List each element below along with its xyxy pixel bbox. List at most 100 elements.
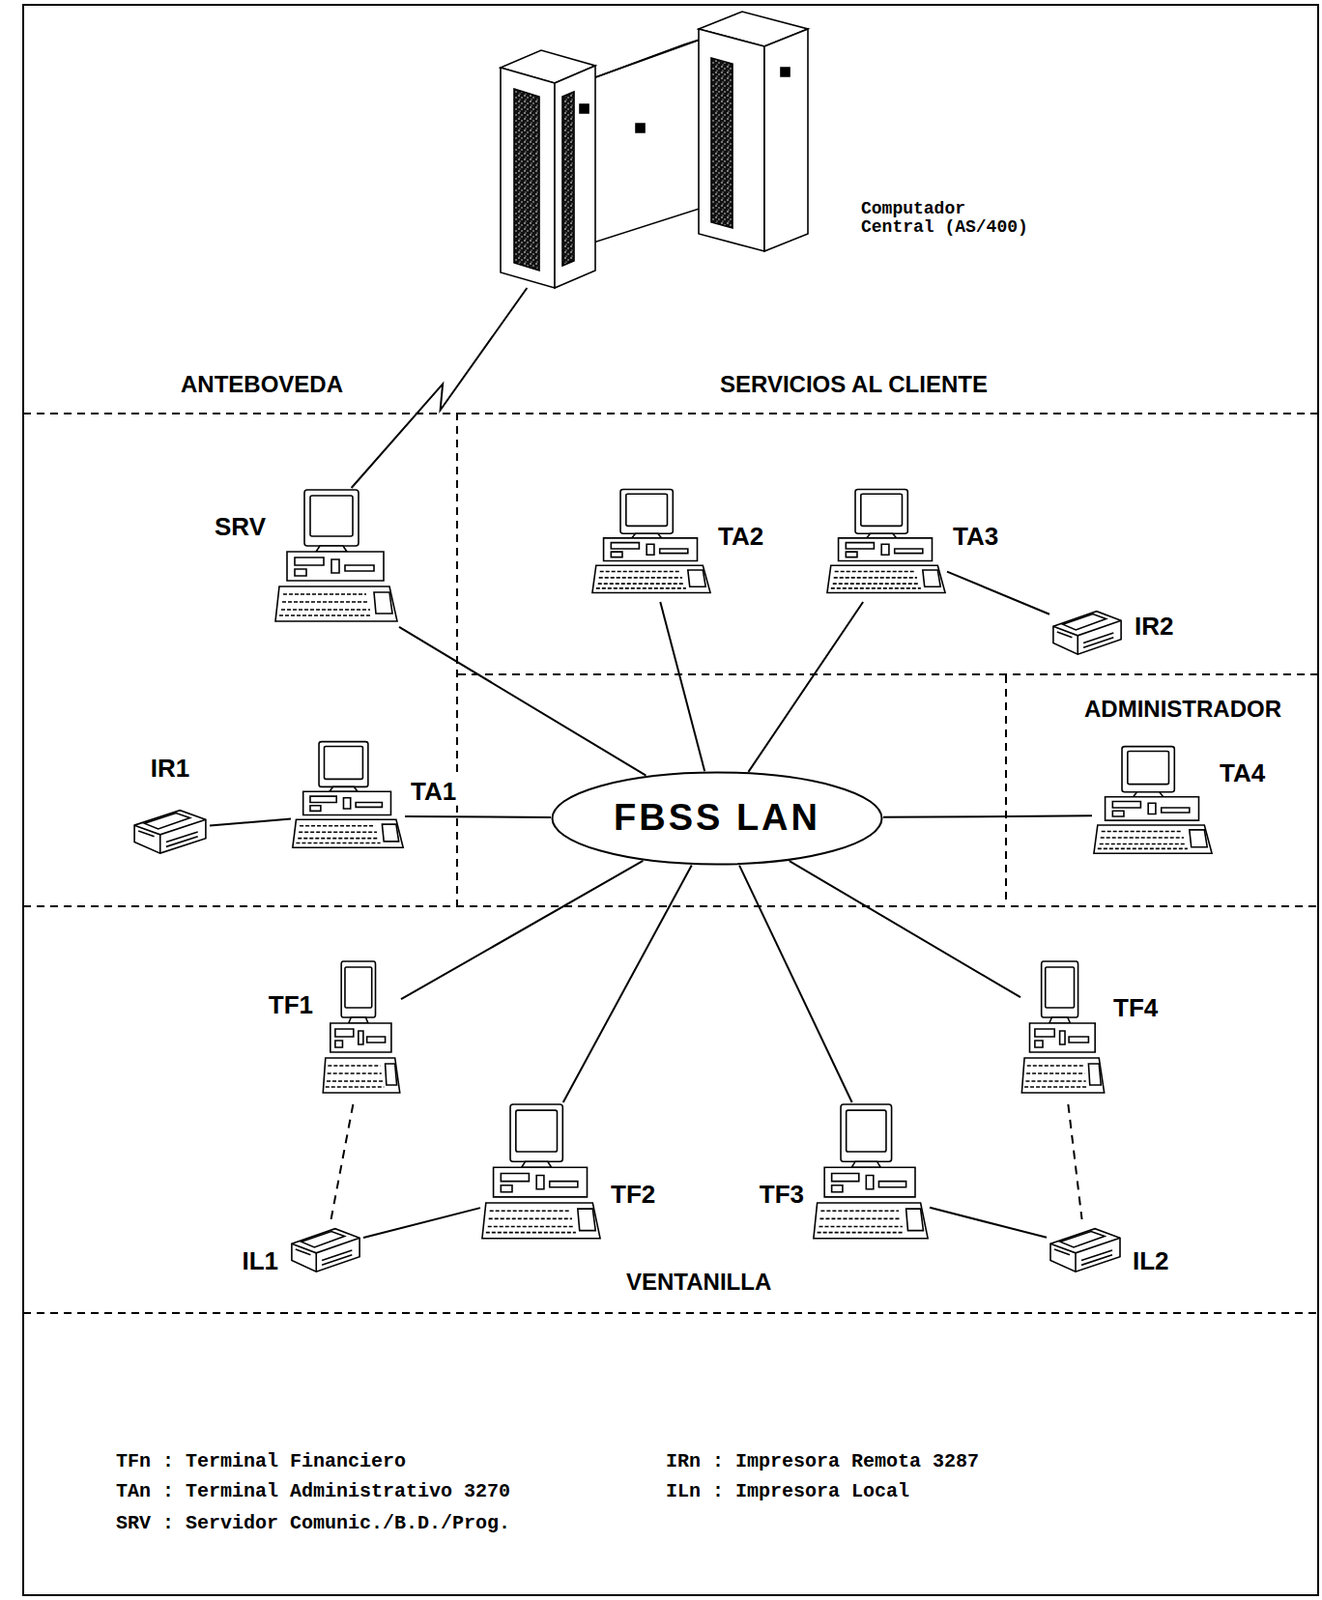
- zone-band: SERVICIOS AL CLIENTETA2TA3IR2: [458, 412, 1321, 676]
- device-label: IL1: [239, 1247, 281, 1276]
- terminal-computer: TF4: [1020, 959, 1106, 1105]
- text-holder: TA4: [1217, 759, 1267, 788]
- network-link: [747, 602, 863, 773]
- legend-entry: IRn : Impresora Remota 3287: [663, 1451, 981, 1473]
- device-label: IR1: [148, 754, 192, 783]
- terminal-computer: TA2: [590, 488, 713, 603]
- text-holder: VENTANILLA: [624, 1269, 774, 1295]
- device-label: TA1: [408, 777, 459, 806]
- terminal-computer: TA4: [1092, 745, 1214, 863]
- computer-icon: [290, 740, 405, 858]
- mainframe-icon: [500, 7, 820, 288]
- network-link: [363, 1207, 481, 1238]
- computer-icon: [273, 488, 400, 633]
- text-holder: TF3: [757, 1180, 806, 1209]
- legend-entry: ILn : Impresora Local: [663, 1481, 912, 1503]
- text-holder: IR1: [148, 754, 192, 783]
- zone-band: ADMINISTRADOR TA4: [1005, 675, 1321, 906]
- printer-icon: [1049, 602, 1125, 659]
- zone-band: ANTEBOVEDASRVIR1TA1: [23, 412, 459, 906]
- text-holder: TA1: [408, 777, 459, 806]
- network-link: [331, 1104, 354, 1220]
- legend-row: IRn : Impresora Remota 3287: [663, 1451, 981, 1473]
- device-label: TF2: [608, 1180, 658, 1209]
- text-holder: IR2: [1132, 612, 1176, 641]
- device-label: TF4: [1111, 994, 1160, 1023]
- network-link: [789, 861, 1021, 998]
- computer-icon: [825, 488, 948, 603]
- printer: IL1: [287, 1219, 364, 1276]
- text-holder: ANTEBOVEDA: [178, 372, 345, 398]
- text-holder: IL2: [1130, 1247, 1172, 1276]
- computer-icon: [321, 959, 402, 1105]
- zone-band: VENTANILLATF1TF4TF2TF3IL1IL2: [23, 905, 1321, 1315]
- zone-heading: ANTEBOVEDA: [178, 372, 345, 398]
- text-holder: TF2: [608, 1180, 658, 1209]
- network-link: [351, 287, 528, 489]
- legend-entry: TFn : Terminal Financiero: [114, 1451, 408, 1473]
- device-label: TA2: [716, 522, 766, 551]
- terminal-computer: TA1: [290, 740, 405, 858]
- mainframe-label: Computador Central (AS/400): [859, 200, 1038, 237]
- network-link: [947, 572, 1050, 615]
- device-label: IL2: [1130, 1247, 1172, 1276]
- device-label: TA4: [1217, 759, 1267, 788]
- legend-row: SRV : Servidor Comunic./B.D./Prog.: [114, 1513, 513, 1535]
- legend-row: TFn : Terminal Financiero: [114, 1451, 408, 1473]
- network-link: [401, 861, 643, 1000]
- text-holder: Computador Central (AS/400): [859, 200, 1038, 237]
- network-link: [883, 815, 1093, 817]
- lan-label: FBSS LAN: [611, 798, 823, 839]
- text-holder: IL1: [239, 1247, 281, 1276]
- legend-row: ILn : Impresora Local: [663, 1481, 912, 1503]
- zone-heading: VENTANILLA: [624, 1269, 774, 1295]
- device-label: TF3: [757, 1180, 806, 1209]
- zone-heading: ADMINISTRADOR: [1082, 696, 1284, 722]
- text-holder: TA3: [950, 522, 1001, 551]
- zone-heading: SERVICIOS AL CLIENTE: [718, 372, 990, 398]
- computer-icon: [811, 1102, 930, 1251]
- terminal-computer: TF2: [480, 1102, 603, 1251]
- computer-icon: [480, 1102, 603, 1251]
- network-link: [660, 602, 705, 772]
- lan-ellipse: FBSS LAN: [550, 771, 884, 866]
- network-link: [399, 627, 646, 776]
- zone-border: [23, 905, 1321, 1315]
- network-link: [563, 864, 692, 1103]
- computer-icon: [1020, 959, 1106, 1105]
- network-link: [404, 815, 551, 819]
- network-link: [929, 1207, 1047, 1238]
- server-computer: SRV: [273, 488, 400, 633]
- text-holder: TF1: [266, 991, 316, 1020]
- network-link: [739, 865, 853, 1103]
- printer: IR2: [1049, 602, 1125, 659]
- printer-icon: [130, 801, 210, 858]
- text-holder: TF4: [1111, 994, 1160, 1023]
- network-link: [1067, 1104, 1082, 1220]
- text-holder: SRV: [212, 513, 268, 542]
- legend-entry: TAn : Terminal Administrativo 3270: [114, 1481, 513, 1503]
- device-label: IR2: [1132, 612, 1176, 641]
- legend-entry: SRV : Servidor Comunic./B.D./Prog.: [114, 1513, 513, 1535]
- printer: IR1: [130, 801, 210, 858]
- terminal-computer: TA3: [825, 488, 948, 603]
- text-holder: SERVICIOS AL CLIENTE: [718, 372, 990, 398]
- text-holder: FBSS LAN: [611, 798, 823, 839]
- text-holder: TA2: [716, 522, 766, 551]
- text-holder: ADMINISTRADOR: [1082, 696, 1284, 722]
- terminal-computer: TF3: [811, 1102, 930, 1251]
- terminal-computer: TF1: [321, 959, 402, 1105]
- mainframe-computer: Computador Central (AS/400): [500, 7, 820, 288]
- device-label: SRV: [212, 513, 268, 542]
- computer-icon: [1092, 745, 1214, 863]
- device-label: TA3: [950, 522, 1001, 551]
- printer: IL2: [1046, 1219, 1124, 1276]
- network-link: [209, 819, 291, 827]
- printer-icon: [287, 1219, 364, 1276]
- printer-icon: [1046, 1219, 1124, 1276]
- legend-row: TAn : Terminal Administrativo 3270: [114, 1481, 513, 1503]
- device-label: TF1: [266, 991, 316, 1020]
